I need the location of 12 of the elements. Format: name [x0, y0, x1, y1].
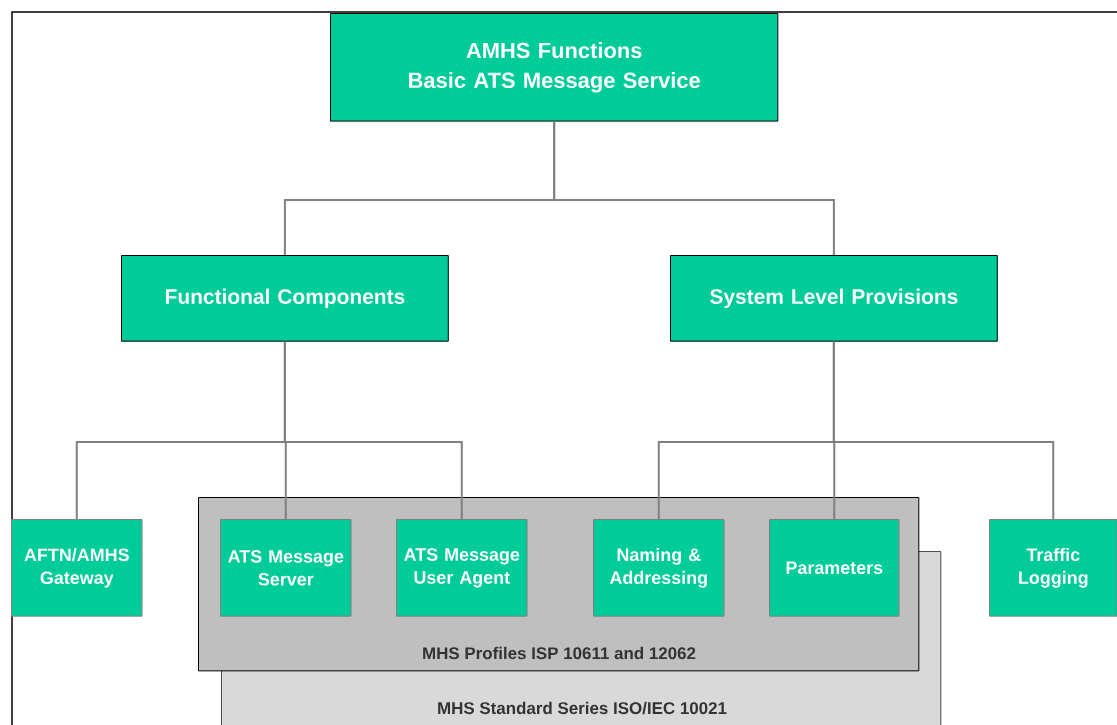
category-box: Functional Components — [121, 255, 449, 342]
function-box: Naming & Addressing — [593, 519, 725, 617]
category-box: System Level Provisions — [670, 255, 998, 342]
function-box: Parameters — [769, 519, 900, 617]
connector-line — [832, 340, 1055, 520]
function-box: Traffic Logging — [989, 519, 1117, 617]
function-box: ATS Message Server — [220, 519, 352, 617]
function-box: AFTN/AMHS Gateway — [11, 519, 143, 617]
function-box: ATS Message User Agent — [396, 519, 528, 617]
connector-line — [553, 120, 835, 256]
title-box: AMHS Functions Basic ATS Message Service — [330, 13, 779, 122]
connector-line — [283, 340, 463, 520]
